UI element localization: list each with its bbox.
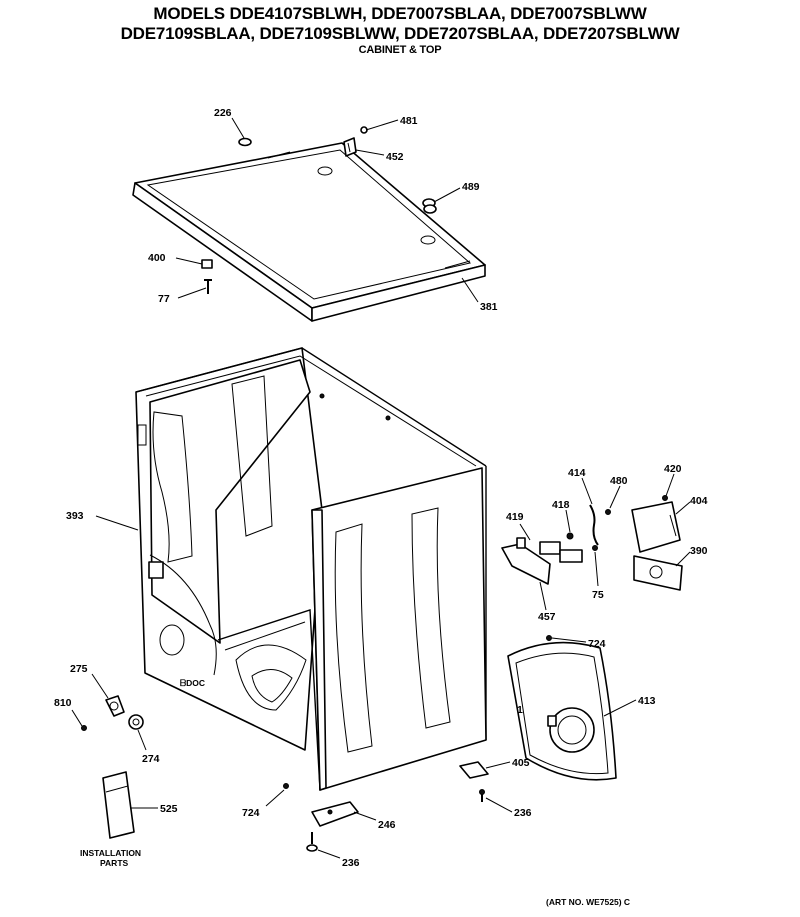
callout-457: 457 — [538, 611, 556, 623]
bumper-part-274 — [128, 714, 144, 730]
callout-481: 481 — [400, 115, 418, 127]
thermostat-part-414 — [589, 504, 599, 546]
callout-246: 246 — [378, 819, 396, 831]
installation-label-line-1: INSTALLATION — [80, 848, 141, 858]
screw-part-418 — [566, 532, 574, 540]
harness-part-457 — [539, 541, 583, 563]
front-panel-marking: 1 — [517, 704, 523, 716]
callout-226: 226 — [214, 107, 232, 119]
callout-405: 405 — [512, 757, 530, 769]
hinge-part-405 — [459, 761, 489, 779]
hardware-part-724-lower — [283, 783, 289, 789]
screw-part-75 — [592, 545, 598, 551]
filter-cover-part-390 — [633, 555, 683, 591]
screw-part-77 — [204, 279, 212, 294]
callout-413: 413 — [638, 695, 656, 707]
bracket-part-452 — [343, 137, 357, 157]
door-switch-part-419 — [501, 537, 551, 585]
screw-part-420 — [662, 495, 668, 501]
cover-part-404 — [631, 501, 681, 553]
callout-390: 390 — [690, 545, 708, 557]
callout-404: 404 — [690, 495, 708, 507]
installation-parts-part-525 — [102, 771, 135, 839]
callout-480: 480 — [610, 475, 628, 487]
callout-419: 419 — [506, 511, 524, 523]
screw-part-236-bottom — [306, 832, 318, 852]
callout-452: 452 — [386, 151, 404, 163]
callout-274: 274 — [142, 753, 160, 765]
callout-236-bottom: 236 — [342, 857, 360, 869]
callout-489: 489 — [462, 181, 480, 193]
screw-part-480 — [605, 509, 611, 515]
callout-414: 414 — [568, 467, 586, 479]
callout-236-right: 236 — [514, 807, 532, 819]
diagram-subtitle: CABINET & TOP — [358, 44, 442, 56]
hardware-part-724-upper — [546, 635, 552, 641]
diagram-title-line-1: MODELS DDE4107SBLWH, DDE7007SBLAA, DDE70… — [153, 4, 647, 23]
art-number: (ART NO. WE7525) C — [546, 897, 630, 907]
callout-724-lower: 724 — [242, 807, 260, 819]
installation-label-line-2: PARTS — [100, 858, 129, 868]
callout-420: 420 — [664, 463, 682, 475]
callout-418: 418 — [552, 499, 570, 511]
front-panel-part-413: 1 — [507, 641, 617, 781]
leader-lines — [71, 117, 691, 859]
callout-400: 400 — [148, 252, 166, 264]
top-panel-part-381 — [132, 142, 486, 322]
hardware-part-226 — [238, 137, 252, 147]
callout-381: 381 — [480, 301, 498, 313]
callout-810: 810 — [54, 697, 72, 709]
screw-part-810 — [81, 725, 87, 731]
grommet-part-489 — [422, 198, 437, 214]
foot-part-275 — [105, 695, 125, 717]
callout-labels: 226 481 452 489 400 77 381 393 414 480 4… — [54, 107, 708, 907]
callout-393: 393 — [66, 510, 84, 522]
screw-part-236-right — [479, 789, 485, 802]
cabinet-embossed-text: ᗷDOC — [180, 678, 205, 688]
callout-275: 275 — [70, 663, 88, 675]
callout-75: 75 — [592, 589, 604, 601]
clip-part-400 — [201, 259, 213, 269]
callout-724-upper: 724 — [588, 638, 606, 650]
callout-525: 525 — [160, 803, 178, 815]
door-strike-part-246 — [311, 801, 359, 827]
cabinet-part-393: ᗷDOC — [135, 347, 487, 791]
callout-77: 77 — [158, 293, 170, 305]
diagram-title-line-2: DDE7109SBLAA, DDE7109SBLWW, DDE7207SBLAA… — [120, 24, 680, 43]
